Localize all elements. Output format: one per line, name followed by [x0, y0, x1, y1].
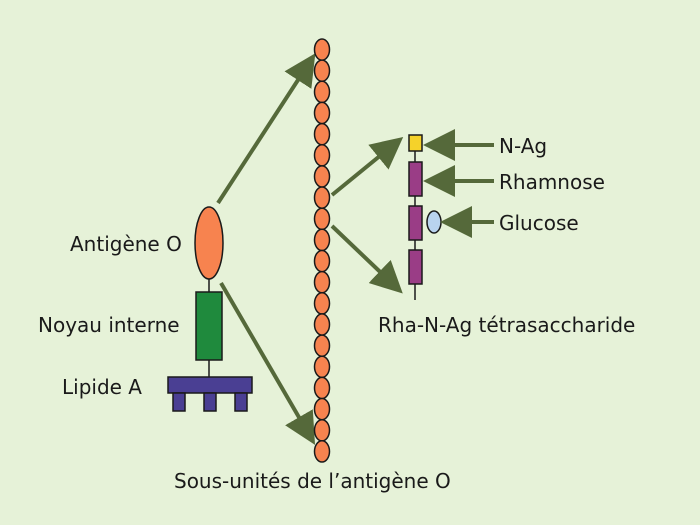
subunit-oval	[313, 313, 331, 336]
subunit-oval	[313, 397, 331, 421]
label-subunits: Sous-unités de l’antigène O	[174, 469, 451, 493]
subunit-oval	[313, 249, 331, 273]
subunit-oval	[313, 207, 331, 231]
subunit-oval	[313, 165, 331, 188]
subunit-oval	[313, 418, 331, 442]
arrow-to-chain-top	[216, 53, 316, 205]
glucose-shape	[426, 210, 442, 234]
subunit-oval	[313, 186, 331, 209]
subunit-oval	[313, 122, 331, 146]
subunit-oval	[313, 80, 331, 104]
subunit-oval	[313, 376, 331, 400]
rhamnose-shape-2	[408, 205, 423, 241]
subunit-oval	[313, 38, 331, 61]
o-antigen-shape	[194, 206, 224, 280]
subunit-oval	[313, 101, 331, 125]
subunit-oval	[313, 334, 331, 358]
label-core: Noyau interne	[38, 313, 180, 337]
label-tetrasaccharide: Rha-N-Ag tétrasaccharide	[378, 313, 636, 337]
arrow-to-tetra-top	[330, 136, 404, 197]
subunit-oval	[313, 143, 331, 167]
subunit-oval	[313, 292, 331, 315]
subunit-oval	[313, 440, 331, 463]
label-lipid-a: Lipide A	[62, 375, 142, 399]
arrow-to-chain-bottom	[219, 281, 316, 445]
subunit-oval	[313, 59, 331, 83]
label-rhamnose: Rhamnose	[499, 170, 605, 194]
n-ag-shape	[408, 134, 423, 152]
subunit-oval	[313, 228, 331, 252]
label-o-antigen: Antigène O	[70, 232, 182, 256]
subunit-chain	[313, 38, 331, 463]
core-shape	[195, 291, 223, 361]
subunit-oval	[313, 270, 331, 294]
label-glucose: Glucose	[499, 211, 579, 235]
arrow-to-tetra-bottom	[330, 224, 403, 294]
rhamnose-shape-3	[408, 249, 423, 285]
subunit-oval	[313, 355, 331, 379]
label-n-ag: N-Ag	[499, 134, 548, 158]
lipid-a-shape	[167, 376, 253, 412]
rhamnose-shape-1	[408, 161, 423, 197]
